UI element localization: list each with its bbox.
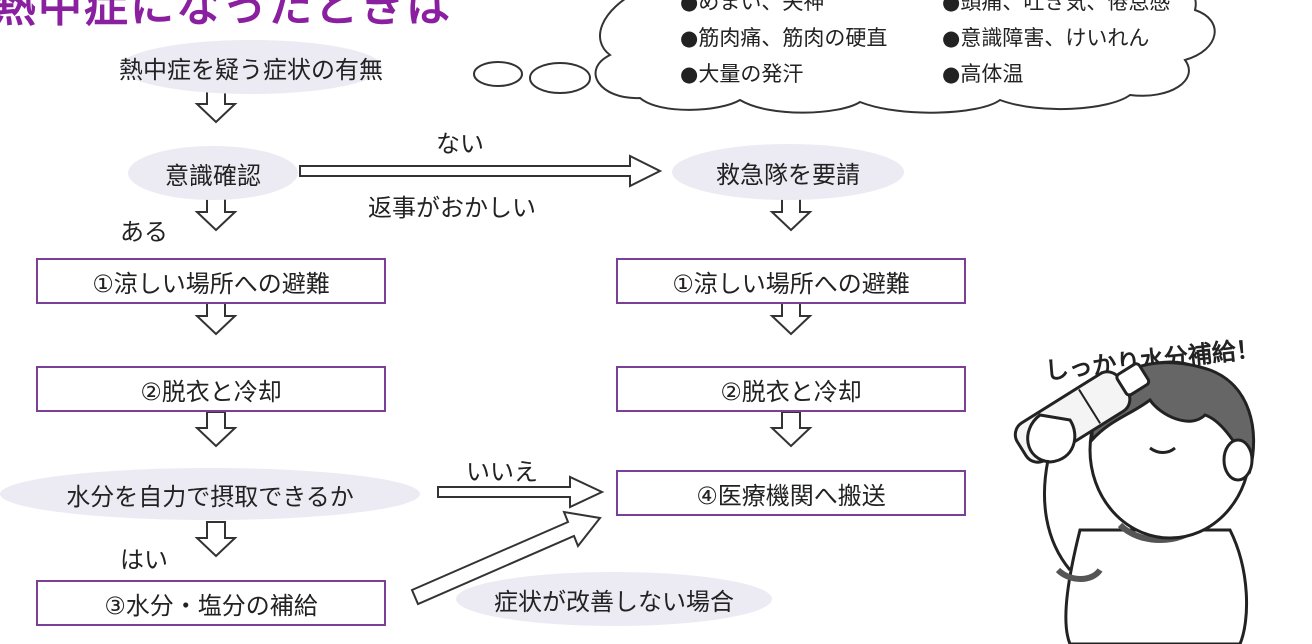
start-oval: 熱中症を疑う症状の有無 (119, 40, 383, 94)
symptom-2: ●頭痛、吐き気、倦怠感 (942, 0, 1171, 14)
branch-no-label: ない (436, 130, 484, 158)
not-improving-oval: 症状が改善しない場合 (456, 572, 772, 626)
water-question-oval: 水分を自力で摂取できるか (0, 468, 420, 520)
down-arrow-5 (194, 521, 238, 558)
down-arrow-3 (194, 299, 238, 336)
thought-bubble-medium (529, 62, 591, 94)
thought-bubble-small (473, 61, 523, 87)
down-arrow-r2 (769, 299, 813, 336)
right-step4-box: ④医療機関へ搬送 (616, 470, 966, 516)
yes-label: ある (120, 218, 168, 246)
consciousness-oval: 意識確認 (128, 146, 298, 200)
call-ambulance-oval: 救急隊を要請 (672, 144, 904, 200)
branch-odd-reply-label: 返事がおかしい (368, 194, 536, 222)
down-arrow-4 (194, 411, 238, 448)
symptom-4: ●意識障害、けいれん (942, 26, 1150, 50)
right-arrow-no (299, 154, 663, 188)
left-step2-box: ②脱衣と冷却 (36, 366, 386, 412)
down-arrow-2 (194, 195, 238, 232)
diagonal-arrow (410, 510, 602, 606)
left-step1-box: ①涼しい場所への避難 (36, 258, 386, 304)
right-step1-box: ①涼しい場所への避難 (616, 258, 966, 304)
symptom-6: ●高体温 (942, 62, 1024, 86)
page-title: 熱中症になったときは (0, 0, 452, 32)
yes2-label: はい (120, 546, 168, 574)
symptom-3: ●筋肉痛、筋肉の硬直 (680, 26, 888, 50)
down-arrow-r3 (769, 411, 813, 448)
left-step3-box: ③水分・塩分の補給 (36, 580, 386, 626)
thought-cloud-shape (594, 0, 1216, 114)
branch-no2-label: いいえ (466, 458, 538, 486)
right-step2-box: ②脱衣と冷却 (616, 366, 966, 412)
down-arrow-r1 (769, 195, 813, 232)
symptom-1: ●めまい、失神 (680, 0, 825, 14)
child-drinking-illustration (1013, 360, 1256, 644)
symptom-5: ●大量の発汗 (680, 62, 804, 86)
right-arrow-no2 (437, 475, 605, 509)
